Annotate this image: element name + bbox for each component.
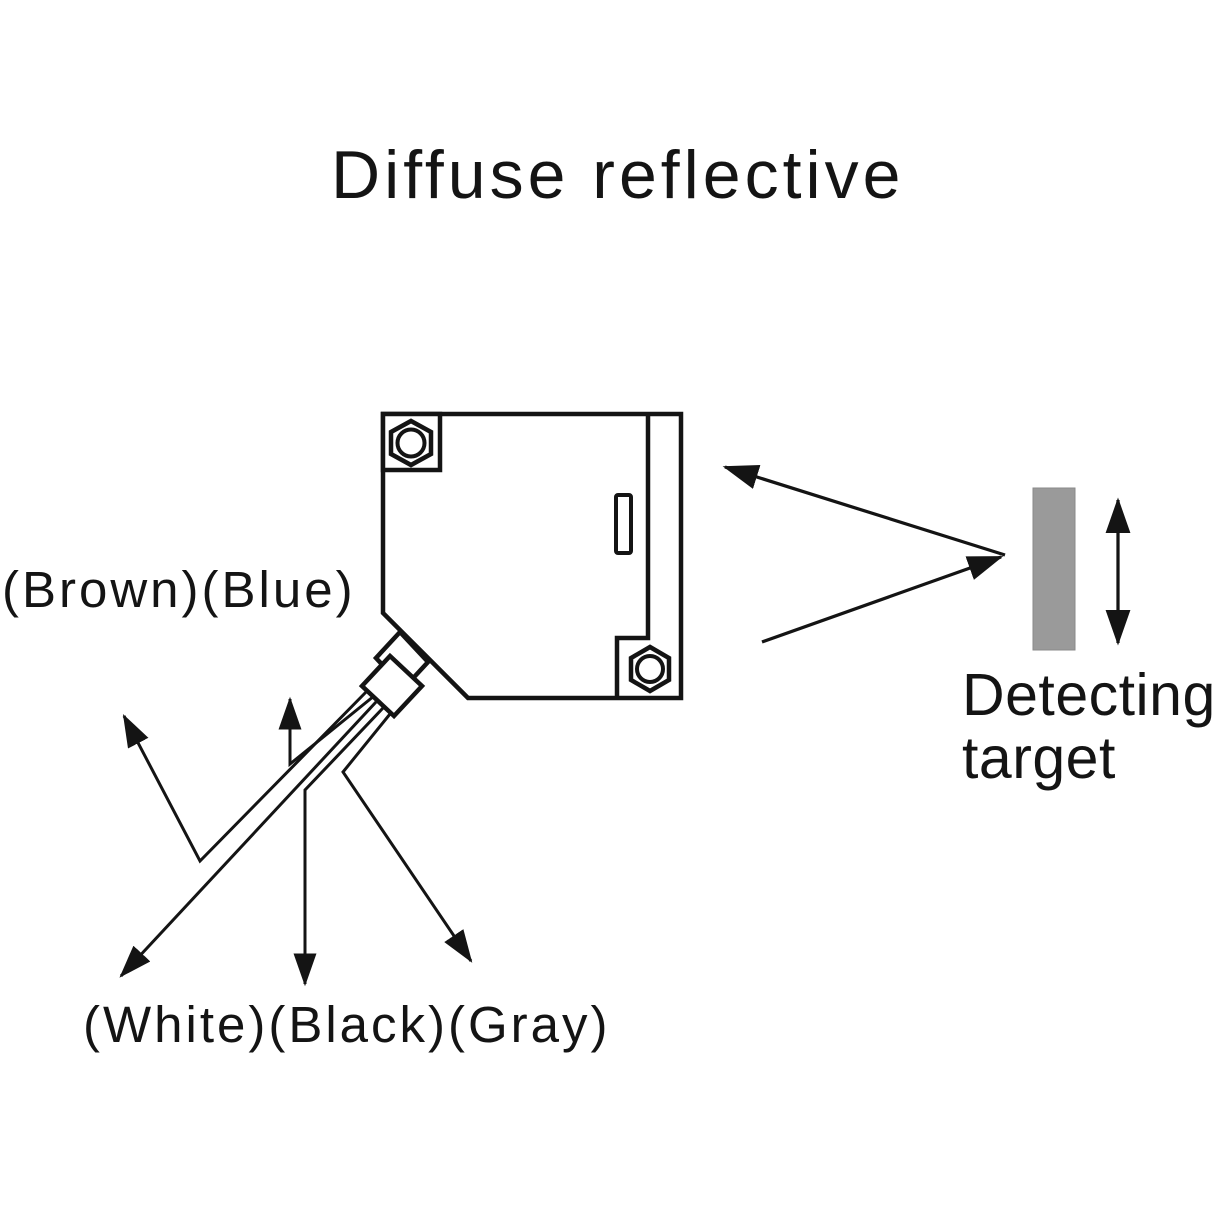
detecting-target	[1032, 487, 1076, 651]
diagram-title: Diffuse reflective	[331, 137, 905, 213]
wire-gray-arrow	[341, 713, 473, 963]
reflected-beam-arrow	[722, 465, 1006, 557]
cable-gland-nut	[358, 652, 426, 720]
wire-white-arrow	[119, 700, 378, 978]
detecting-target-label-line2: target	[962, 724, 1116, 791]
wire-black-arrow	[293, 706, 385, 987]
wire-brown-arrow	[122, 688, 370, 864]
sensor-body	[358, 411, 684, 720]
detecting-target-label: Detecting target	[962, 664, 1213, 789]
top-left-nut-hole	[395, 427, 427, 459]
indicator-slot	[614, 493, 633, 555]
sensor-front-panel-line	[614, 414, 651, 698]
bottom-right-nut-hole	[635, 654, 665, 684]
sensor-wires	[119, 688, 473, 987]
wire-label-white-black-gray: (White)(Black)(Gray)	[83, 996, 611, 1053]
wire-blue-arrow	[278, 694, 375, 768]
emitted-beam-arrow	[761, 555, 1004, 644]
sensor-body-outline	[380, 411, 684, 701]
sensing-beams	[722, 465, 1006, 644]
wire-label-brown-blue: (Brown)(Blue)	[2, 561, 356, 618]
detecting-target-label-line1: Detecting	[962, 662, 1213, 728]
